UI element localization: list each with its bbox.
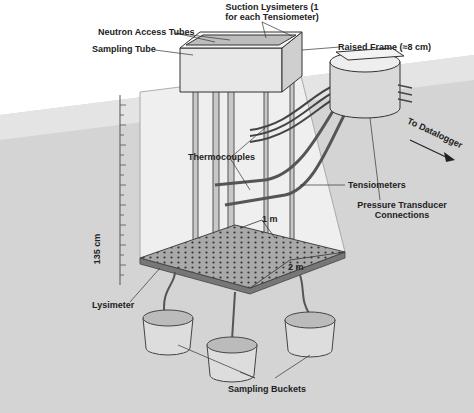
pit-cutaway bbox=[140, 72, 345, 290]
thermocouple-wires bbox=[250, 85, 341, 142]
transducer-box bbox=[330, 48, 404, 118]
raised-frame bbox=[180, 32, 302, 92]
depth-ruler bbox=[120, 95, 121, 285]
part-label: Sampling Buckets bbox=[228, 384, 306, 394]
sampling-buckets bbox=[143, 310, 335, 382]
part-label: Suction Lysimeters (1 for each Tensiomet… bbox=[222, 2, 322, 22]
datalogger-arrow-line bbox=[410, 140, 448, 158]
part-label: 2 m bbox=[288, 262, 304, 272]
dimension-lines bbox=[240, 220, 345, 288]
ruler-ticks bbox=[120, 105, 126, 275]
part-label: 135 cm bbox=[92, 234, 102, 265]
part-label: 1 m bbox=[262, 214, 278, 224]
leader-lines bbox=[130, 22, 380, 378]
part-label: Lysimeter bbox=[92, 300, 134, 310]
part-label: Thermocouples bbox=[188, 152, 255, 162]
part-label: Sampling Tube bbox=[92, 44, 156, 54]
part-label: Raised Frame (≈8 cm) bbox=[338, 42, 431, 52]
soil bbox=[0, 55, 474, 413]
datalogger-cables bbox=[398, 85, 412, 102]
part-label: Neutron Access Tubes bbox=[98, 27, 195, 37]
part-label: Tensiometers bbox=[348, 180, 406, 190]
lysimeter-plate bbox=[140, 225, 345, 288]
part-label: Pressure Transducer Connections bbox=[352, 200, 452, 220]
